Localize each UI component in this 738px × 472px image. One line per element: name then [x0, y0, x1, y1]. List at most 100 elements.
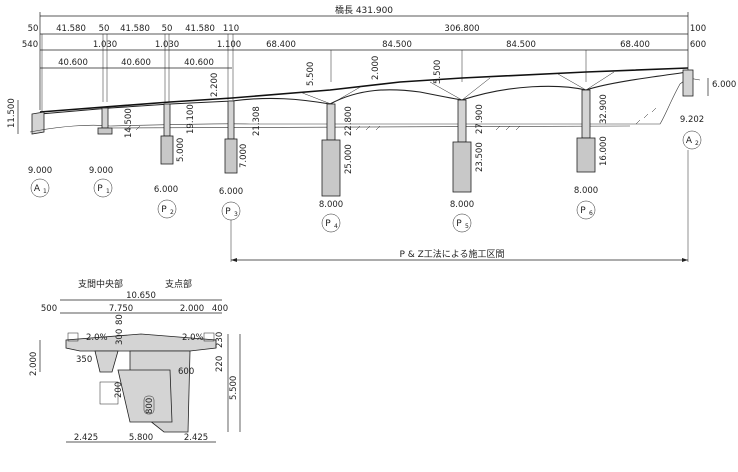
- dim-top-1: 41.580: [56, 24, 86, 34]
- cs-dim-10: 350: [76, 355, 92, 365]
- cs-dim-13: 2.000: [29, 352, 39, 376]
- dim-row2-7: 68.400: [620, 40, 650, 50]
- pier-p6: [581, 89, 591, 139]
- dim-top-6: 110: [223, 24, 239, 34]
- pier-height-3: 21.308: [252, 106, 262, 136]
- dim-top-2: 50: [99, 24, 110, 34]
- pier-height-2: 19.100: [186, 104, 196, 134]
- abutment-a1: [31, 111, 45, 135]
- cs-dim-7: 300: [115, 329, 125, 345]
- dim-row2-4: 68.400: [266, 40, 296, 50]
- haunch-diagonals: [299, 71, 615, 105]
- tag-p2: [157, 199, 177, 219]
- cs-dim-17: 2.425: [74, 433, 98, 443]
- elevation-view: 橋長 431.900 50 41.580 50 41.580 50 41.580…: [7, 4, 736, 262]
- pier-p4: [326, 103, 336, 141]
- dim-row2-3: 1.100: [217, 40, 241, 50]
- footing-width-4: 8.000: [319, 200, 343, 210]
- pier-height-0: 11.500: [7, 98, 17, 128]
- dim-top-8: 100: [690, 24, 706, 34]
- haunch-label-0: 2.200: [210, 73, 220, 97]
- tag-p1-main: P: [97, 184, 103, 194]
- cs-label-support: 支点部: [165, 278, 192, 290]
- cs-box-lower: [117, 369, 173, 423]
- cs-dim-18: 5.800: [129, 433, 153, 443]
- cs-dim-5: 2.0%: [86, 333, 108, 343]
- footing-width-0: 9.000: [28, 166, 52, 176]
- footing-width-5: 8.000: [450, 200, 474, 210]
- dim-top-0: 50: [28, 24, 39, 34]
- pier-p2: [163, 103, 171, 137]
- cs-dim-8: 80: [115, 314, 125, 325]
- cs-dim-3: 2.000: [180, 304, 204, 314]
- tag-p4-main: P: [325, 219, 331, 229]
- pier-height-4: 22.800: [344, 106, 354, 136]
- cs-dim-9: 230: [215, 332, 225, 348]
- footing-depth-1: 7.000: [239, 144, 249, 168]
- dim-row2-8: 600: [690, 40, 706, 50]
- cs-dim-16: 5.500: [229, 376, 239, 400]
- tag-p6-sub: 6: [589, 210, 593, 217]
- abutment-a2: [682, 69, 694, 97]
- support-extension-lines: [41, 34, 587, 112]
- tag-p2-sub: 2: [170, 209, 174, 216]
- ground-line: [29, 77, 701, 133]
- cs-deck-slab: [65, 333, 217, 352]
- tag-p6: [576, 200, 596, 220]
- tag-a2-main: A: [686, 136, 693, 146]
- footing-depth-4: 16.000: [599, 136, 609, 166]
- total-length-label: 橋長 431.900: [335, 4, 393, 16]
- footing-width-3: 6.000: [219, 187, 243, 197]
- footing-p6: [576, 137, 596, 173]
- ground-hatching: [125, 107, 657, 131]
- dim-row2-5: 84.500: [382, 40, 412, 50]
- deck-top: [39, 67, 689, 113]
- footing-p4: [321, 139, 341, 197]
- tag-a1: [30, 178, 50, 198]
- cs-cell: [99, 381, 119, 405]
- dim-row2-6: 84.500: [506, 40, 536, 50]
- dim-top-3: 41.580: [120, 24, 150, 34]
- haunch-label-1: 5.500: [306, 62, 316, 86]
- cs-dim-14: 200: [114, 382, 124, 398]
- dim-top-4: 50: [162, 24, 173, 34]
- dim-row2-0: 540: [22, 40, 38, 50]
- tag-p1-sub: 1: [106, 188, 110, 195]
- footing-width-6: 8.000: [574, 186, 598, 196]
- tag-p1: [93, 178, 113, 198]
- cs-dim-11: 220: [215, 356, 225, 372]
- footing-width-1: 9.000: [89, 166, 113, 176]
- cs-dim-1: 500: [41, 304, 57, 314]
- tag-p4-sub: 4: [334, 223, 338, 230]
- cs-dim-2: 7.750: [109, 304, 133, 314]
- footing-width-7: 9.202: [680, 115, 704, 125]
- tag-p5: [452, 213, 472, 233]
- tag-a1-sub: 1: [43, 188, 47, 195]
- footing-p5: [452, 141, 472, 193]
- dim-span-1: 40.600: [121, 58, 151, 68]
- tag-p6-main: P: [580, 206, 586, 216]
- cs-dim-12: 600: [178, 367, 194, 377]
- pier-p3: [227, 100, 235, 140]
- cs-dim-6: 2.0%: [182, 333, 204, 343]
- cs-barrier-left: [67, 332, 79, 342]
- footing-p2: [160, 135, 174, 165]
- tag-p3-main: P: [225, 207, 231, 217]
- tag-p2-main: P: [161, 205, 167, 215]
- haunch-label-3: 5.500: [433, 60, 443, 84]
- pier-p5: [457, 99, 467, 143]
- cross-section: 支間中央部 支点部 10.650 500 7.750 2.000 400 2.0…: [29, 278, 241, 443]
- haunch-label-4: 6.000: [712, 80, 736, 90]
- footing-p1: [97, 127, 113, 135]
- tag-p4: [321, 213, 341, 233]
- tag-a2-sub: 2: [695, 140, 699, 147]
- cs-dim-19: 2.425: [184, 433, 208, 443]
- haunch-label-2: 2.000: [371, 56, 381, 80]
- dim-row2-1: 1.030: [93, 40, 117, 50]
- footing-depth-2: 25.000: [344, 144, 354, 174]
- tag-p3-sub: 3: [234, 211, 238, 218]
- footing-p3: [224, 138, 238, 174]
- footing-depth-3: 23.500: [475, 142, 485, 172]
